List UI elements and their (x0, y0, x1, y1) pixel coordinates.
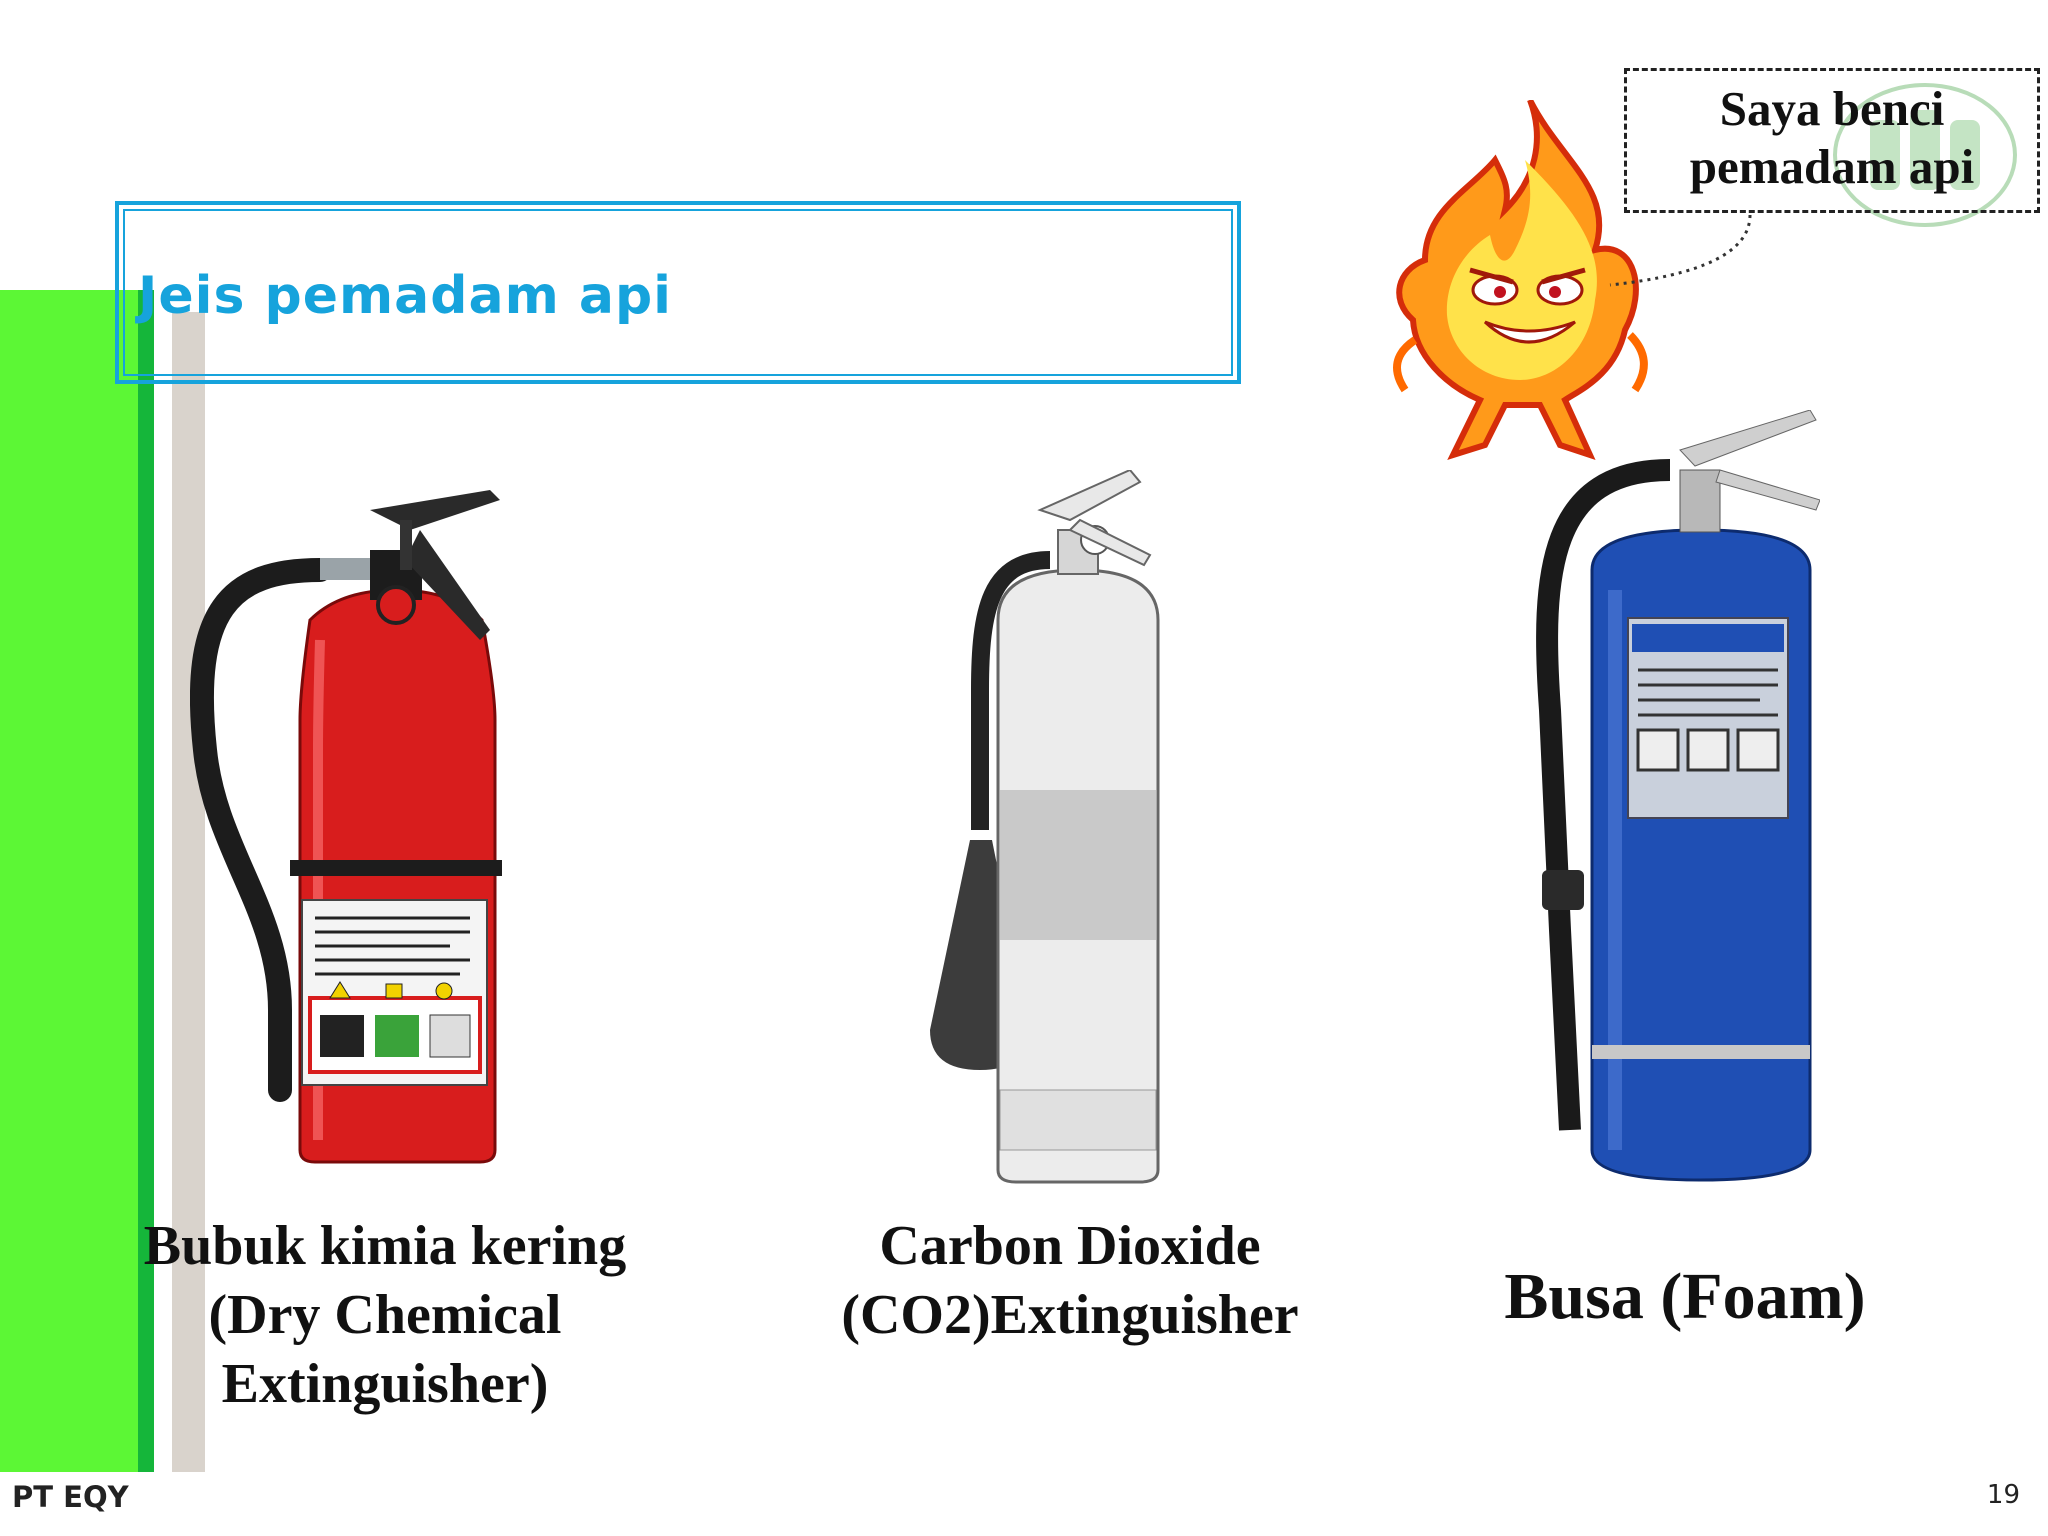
caption-co2-line-1: Carbon Dioxide (879, 1215, 1261, 1277)
speech-bubble-text: Saya benci pemadam api (1624, 80, 2040, 196)
foam-extinguisher-icon (1536, 410, 1820, 1182)
fire-mascot-icon (1393, 100, 1648, 461)
caption-dry-chemical: Bubuk kimia kering (Dry Chemical Extingu… (125, 1212, 645, 1419)
left-accent-bar (0, 290, 138, 1472)
caption-dry-line-1: Bubuk kimia kering (143, 1215, 627, 1277)
footer-company: PT EQY (12, 1480, 129, 1514)
watermark-logo-icon (1833, 83, 2017, 227)
speech-bubble-line-2: pemadam api (1689, 139, 1975, 194)
left-accent-stripe (138, 290, 154, 1472)
caption-foam: Busa (Foam) (1504, 1260, 1866, 1333)
speech-bubble (1624, 68, 2040, 213)
page-number: 19 (1986, 1480, 2020, 1510)
left-shadow-bar (172, 312, 205, 1472)
caption-dry-line-2: (Dry Chemical (208, 1284, 562, 1346)
slide-title: Jeis pemadam api (138, 266, 672, 326)
caption-dry-line-3: Extinguisher) (221, 1353, 549, 1415)
speech-bubble-tail (1609, 214, 1752, 287)
caption-co2-line-2: (CO2)Extinguisher (841, 1284, 1299, 1346)
title-frame (115, 201, 1241, 384)
speech-bubble-line-1: Saya benci (1719, 81, 1945, 136)
co2-extinguisher-icon (930, 470, 1160, 1184)
dry-chemical-extinguisher-icon (190, 490, 502, 1164)
caption-co2: Carbon Dioxide (CO2)Extinguisher (820, 1212, 1320, 1350)
